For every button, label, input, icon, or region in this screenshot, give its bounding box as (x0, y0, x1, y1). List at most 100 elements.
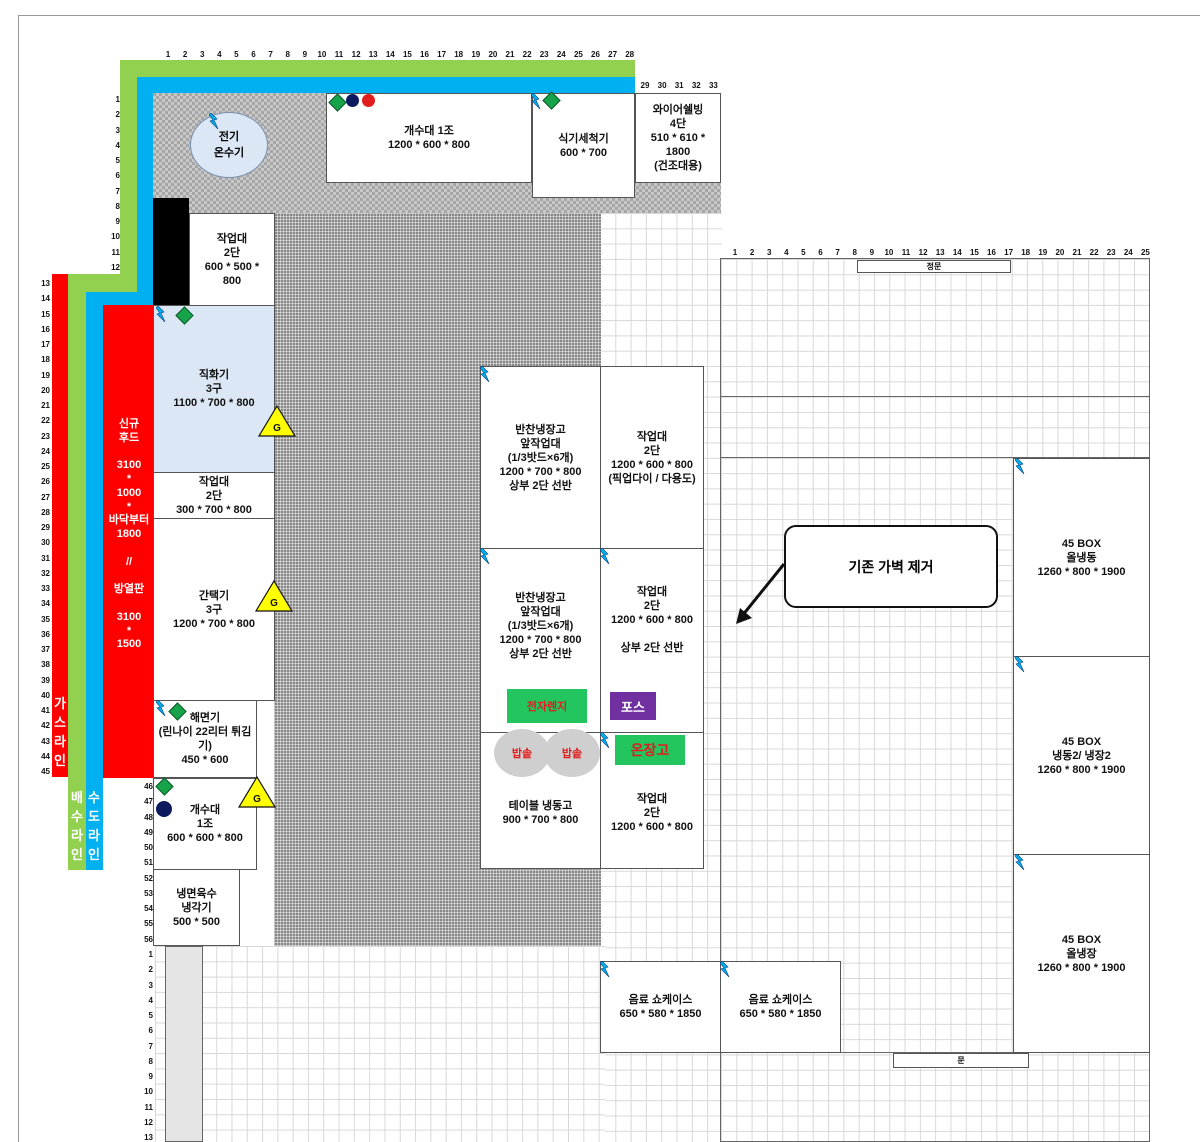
axis-number: 18 (454, 50, 464, 59)
axis-number: 26 (591, 50, 600, 59)
axis-number: 1 (115, 95, 120, 104)
axis-number: 5 (115, 156, 120, 165)
axis-number: 7 (835, 248, 840, 257)
floor-grid-bottom (155, 946, 605, 1142)
navy-dot-icon (156, 801, 172, 817)
axis-number: 13 (41, 279, 50, 288)
lightning-bolt-icon (720, 961, 730, 977)
axis-number: 50 (144, 843, 153, 852)
lightning-bolt-icon (1015, 458, 1025, 474)
axis-number: 13 (144, 1133, 153, 1142)
axis-number: 23 (41, 431, 50, 441)
axis-number: 12 (918, 248, 928, 257)
lightning-bolt-icon (480, 366, 490, 382)
lightning-bolt-icon (156, 306, 166, 322)
axis-number: 2 (115, 110, 120, 120)
axis-number: 42 (41, 721, 50, 731)
axis-number: 12 (351, 50, 361, 59)
axis-number: 19 (41, 370, 50, 380)
axis-number: 30 (657, 81, 667, 90)
axis-number: 22 (1089, 248, 1099, 257)
axis-number: 35 (41, 614, 50, 624)
black-column (153, 198, 189, 306)
axis-number: 43 (41, 736, 50, 746)
lightning-bolt-icon (1015, 656, 1025, 672)
axis-number: 39 (41, 675, 50, 685)
axis-number: 4 (115, 140, 120, 150)
axis-number: 29 (640, 81, 650, 90)
right-wall-band (720, 396, 1150, 458)
axis-number: 24 (41, 446, 50, 456)
gas-triangle-icon: G (255, 580, 293, 612)
axis-number: 2 (148, 965, 153, 975)
pos-terminal: 포스 (610, 692, 656, 720)
axis-number: 24 (556, 50, 566, 59)
door-label: 문 (893, 1053, 1029, 1068)
axis-number: 5 (234, 50, 239, 59)
page-frame (18, 15, 1200, 1142)
axis-number: 14 (41, 294, 50, 304)
callout-box: 기존 가벽 제거 (784, 525, 998, 608)
axis-number: 9 (302, 50, 308, 59)
axis-number: 20 (1055, 248, 1065, 257)
red-dot-icon (362, 94, 375, 107)
axis-number: 17 (437, 50, 447, 59)
axis-number: 41 (41, 706, 50, 715)
axis-number: 3 (199, 50, 205, 59)
axis-number: 3 (148, 980, 153, 990)
axis-number: 51 (144, 858, 153, 868)
axis-number: 27 (41, 492, 50, 502)
axis-number: 10 (111, 232, 120, 242)
axis-number: 34 (41, 599, 50, 609)
axis-number: 3 (766, 248, 772, 257)
axis-number: 7 (115, 186, 120, 196)
axis-number: 6 (148, 1026, 153, 1036)
callout-arrow (736, 563, 786, 624)
axis-number: 19 (471, 50, 481, 59)
axis-number: 20 (41, 385, 50, 395)
axis-number: 9 (869, 248, 875, 257)
axis-number: 17 (41, 340, 50, 349)
lightning-bolt-icon (480, 548, 490, 564)
axis-number: 54 (144, 904, 153, 913)
axis-number: 15 (41, 309, 50, 319)
axis-number: 15 (969, 248, 979, 257)
axis-number: 17 (1004, 248, 1014, 257)
axis-number: 25 (41, 462, 50, 471)
axis-number: 10 (884, 248, 894, 257)
main-gate-label: 정문 (857, 260, 1011, 273)
water-line-vertical (137, 77, 153, 308)
axis-number: 11 (334, 50, 344, 59)
axis-number: 6 (251, 50, 256, 59)
axis-number: 11 (144, 1102, 153, 1112)
axis-number: 56 (144, 934, 153, 944)
axis-number: 2 (182, 50, 188, 59)
right-lower-wall (600, 1052, 1150, 1053)
axis-number: 8 (148, 1056, 153, 1066)
axis-number: 7 (148, 1041, 153, 1051)
axis-number: 10 (317, 50, 327, 59)
axis-number: 52 (144, 873, 153, 883)
axis-number: 23 (1106, 248, 1116, 257)
axis-number: 33 (41, 584, 50, 593)
axis-number: 9 (148, 1072, 153, 1081)
drain-line-top (120, 60, 635, 77)
axis-number: 53 (144, 888, 153, 898)
axis-number: 10 (144, 1087, 153, 1097)
